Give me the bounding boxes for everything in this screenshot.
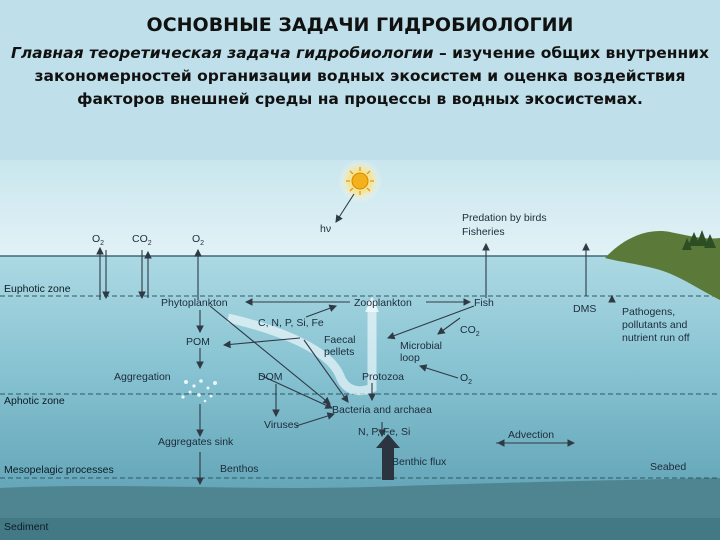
light-energy-label: hν <box>320 223 331 235</box>
pathway-arrowhead <box>365 296 379 312</box>
fish-node: Fish <box>474 297 494 309</box>
zooplankton-node: Zooplankton <box>354 297 412 309</box>
advection-label: Advection <box>508 429 554 441</box>
aggregation-node: Aggregation <box>114 371 171 383</box>
benthic-flux-arrow <box>376 434 400 480</box>
slide-title: ОСНОВНЫЕ ЗАДАЧИ ГИДРОБИОЛОГИИ <box>146 14 574 36</box>
pom-node: POM <box>186 336 210 348</box>
pathogens-line2: pollutants and <box>622 319 688 331</box>
process-arrows <box>96 193 616 486</box>
pathogens-line3: nutrient run off <box>622 332 690 344</box>
subtitle-italic: Главная теоретическая задача гидробиолог… <box>10 44 434 62</box>
npfesi-node: N, P, Fe, Si <box>358 426 410 438</box>
aggregate-particles <box>181 379 217 403</box>
fisheries-label: Fisheries <box>462 226 505 238</box>
sun-icon <box>346 167 374 195</box>
faecal-pellets-line2: pellets <box>324 346 354 358</box>
euphotic-zone-label: Euphotic zone <box>4 283 71 295</box>
bacteria-archaea-node: Bacteria and archaea <box>332 404 432 416</box>
aggregates-sink-label: Aggregates sink <box>158 436 234 448</box>
microbial-loop-line1: Microbial <box>400 340 442 352</box>
dom-node: DOM <box>258 371 283 383</box>
viruses-node: Viruses <box>264 419 299 431</box>
pathogens-line1: Pathogens, <box>622 306 675 318</box>
pathway-band <box>226 300 377 396</box>
microbial-loop-line2: loop <box>400 352 420 364</box>
seabed-label: Seabed <box>650 461 686 473</box>
o2-low-label: O2 <box>460 372 472 386</box>
predation-label: Predation by birds <box>462 212 547 224</box>
nutrients-node: C, N, P, Si, Fe <box>258 317 324 329</box>
phytoplankton-node: Phytoplankton <box>161 297 228 309</box>
mesopelagic-label: Mesopelagic processes <box>4 464 114 476</box>
benthos-label: Benthos <box>220 463 259 475</box>
aphotic-zone-label: Aphotic zone <box>4 395 65 407</box>
slide-subtitle: Главная теоретическая задача гидробиолог… <box>6 42 714 111</box>
co2-right-label: CO2 <box>460 324 480 338</box>
faecal-pellets-line1: Faecal <box>324 334 356 346</box>
dms-node: DMS <box>573 303 596 315</box>
sediment-label: Sediment <box>4 521 48 533</box>
trees-icon <box>682 230 716 250</box>
co2-label: CO2 <box>132 233 152 247</box>
sediment-base <box>0 518 720 540</box>
o2-left-label: O2 <box>92 233 104 247</box>
protozoa-node: Protozoa <box>362 371 404 383</box>
o2-right-label: O2 <box>192 233 204 247</box>
benthic-flux-label: Benthic flux <box>392 456 447 468</box>
subtitle-rest: – изучение общих внутренних закономернос… <box>34 44 710 108</box>
